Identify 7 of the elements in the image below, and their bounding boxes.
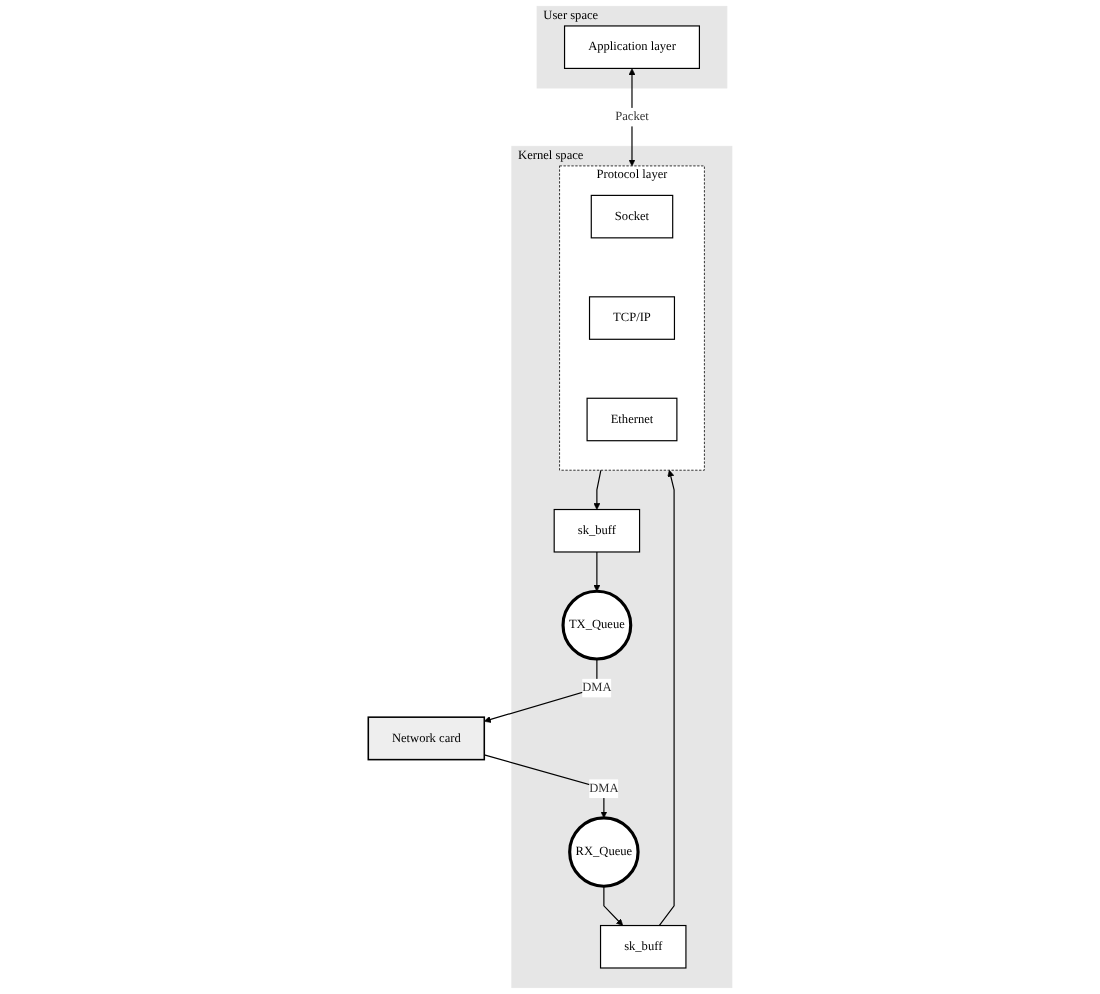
arrow [603, 885, 623, 926]
arrow [593, 469, 602, 510]
arrow [658, 469, 675, 927]
arrow [483, 658, 598, 723]
arrow [483, 754, 608, 819]
arrow [593, 551, 601, 592]
arrow [628, 68, 636, 167]
